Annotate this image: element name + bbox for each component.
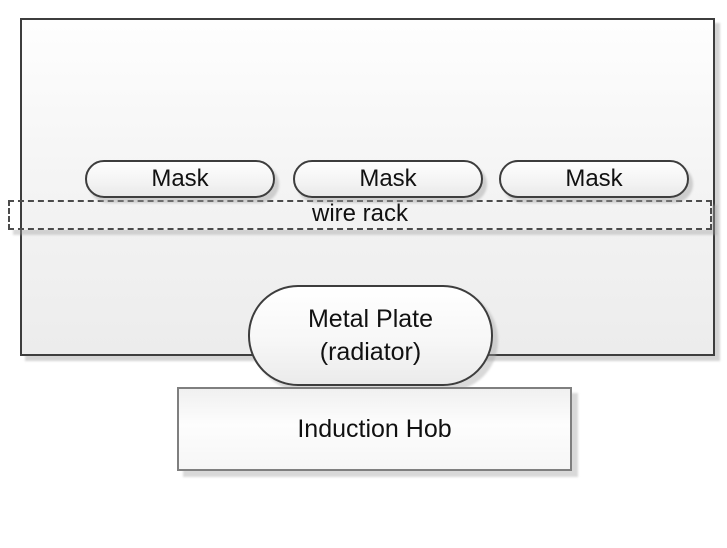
mask-label: Mask [359, 165, 417, 192]
wire-rack-label: wire rack [311, 200, 408, 227]
metal-plate-label-line1: Metal Plate [307, 304, 434, 333]
metal-plate-label-line2: (radiator) [319, 337, 422, 366]
mask-shape-1: Mask [85, 160, 275, 198]
mask-label: Mask [151, 165, 209, 192]
induction-hob-box: Induction Hob [177, 387, 572, 471]
wire-rack-band: wire rack [8, 200, 712, 230]
mask-label: Mask [565, 165, 623, 192]
mask-shape-2: Mask [293, 160, 483, 198]
mask-shape-3: Mask [499, 160, 689, 198]
induction-hob-label: Induction Hob [297, 414, 452, 443]
metal-plate-shape: Metal Plate (radiator) [248, 285, 493, 386]
